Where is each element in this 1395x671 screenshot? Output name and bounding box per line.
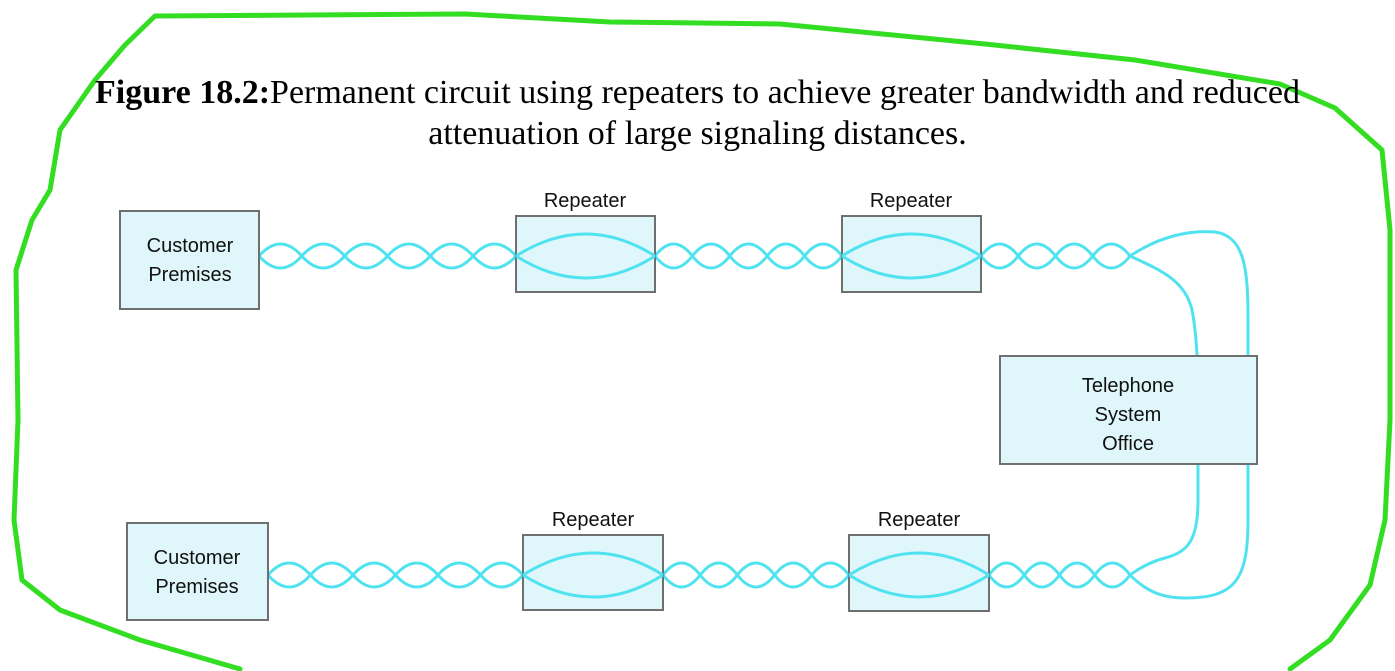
repeater-bottom-right-loop-upper <box>848 551 990 577</box>
repeater-bottom-left-box <box>522 534 664 611</box>
repeater-loops <box>515 232 990 599</box>
repeater-top-right-loop-upper <box>841 232 982 258</box>
wire-outer-return <box>1128 230 1250 600</box>
office-line-2: System <box>1095 404 1162 426</box>
repeater-top-left-box <box>515 215 656 293</box>
twisted-pair-wires <box>257 230 1250 600</box>
repeater-bottom-left-loop-lower <box>522 573 664 599</box>
repeater-label-top-left: Repeater <box>544 190 627 212</box>
customer-bottom-line-1: Customer <box>154 547 241 569</box>
repeater-bottom-left-loop-upper <box>522 551 664 577</box>
figure-caption-text: Permanent circuit using repeaters to ach… <box>270 74 1300 152</box>
wire-top-segment-1-strand-b <box>257 253 518 270</box>
wire-top-segment-2-strand-a <box>653 242 844 259</box>
telephone-system-office-box <box>999 355 1258 465</box>
repeater-bottom-right-loop-lower <box>848 573 990 599</box>
customer-top-line-1: Customer <box>147 235 234 257</box>
office-line-3: Office <box>1102 433 1154 455</box>
diagram-labels: Customer Premises Customer Premises Tele… <box>147 190 1175 598</box>
customer-premises-bottom-box <box>126 522 269 621</box>
repeater-top-left-loop-upper <box>515 232 656 258</box>
wire-bottom-segment-1-strand-b <box>266 572 525 589</box>
repeater-label-bottom-right: Repeater <box>878 509 961 531</box>
repeater-label-bottom-left: Repeater <box>552 509 635 531</box>
office-line-1: Telephone <box>1082 375 1174 397</box>
wire-bottom-segment-2-strand-b <box>661 572 851 589</box>
wire-top-segment-2-strand-b <box>653 253 844 270</box>
customer-premises-top-box <box>119 210 260 310</box>
customer-top-line-2: Premises <box>148 264 231 286</box>
hand-drawn-outline <box>11 11 1393 671</box>
wire-top-segment-3-strand-b <box>979 253 1132 270</box>
figure-number: Figure 18.2: <box>95 74 271 111</box>
diagram-boxes <box>119 210 1258 621</box>
wire-bottom-segment-3-strand-b <box>987 572 1132 589</box>
repeater-top-right-loop-lower <box>841 254 982 280</box>
repeater-top-left-loop-lower <box>515 254 656 280</box>
figure-caption: Figure 18.2:Permanent circuit using repe… <box>60 72 1335 154</box>
repeater-bottom-right-box <box>848 534 990 612</box>
repeater-label-top-right: Repeater <box>870 190 953 212</box>
wire-bottom-segment-2-strand-a <box>661 561 851 578</box>
repeater-top-right-box <box>841 215 982 293</box>
customer-bottom-line-2: Premises <box>155 576 238 598</box>
